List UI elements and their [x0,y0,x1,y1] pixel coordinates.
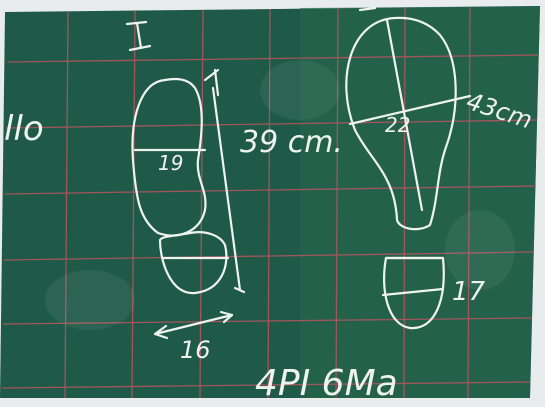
left-edge-text: llo [4,109,44,149]
right-heel-width: 17 [452,277,486,307]
left-footprint-drawing [125,20,246,340]
right-footprint-drawing [345,6,472,330]
right-sole-length: 43cm [463,87,535,134]
length-label: 39 cm. [240,125,343,160]
bottom-caption: 4PI 6Ma [255,363,398,404]
grid-lines [1,6,539,399]
chalk-smudges [45,60,515,330]
top-foot-width: 19 [158,151,183,175]
bottom-width: 16 [180,336,211,364]
right-sole-width: 22 [385,113,410,137]
